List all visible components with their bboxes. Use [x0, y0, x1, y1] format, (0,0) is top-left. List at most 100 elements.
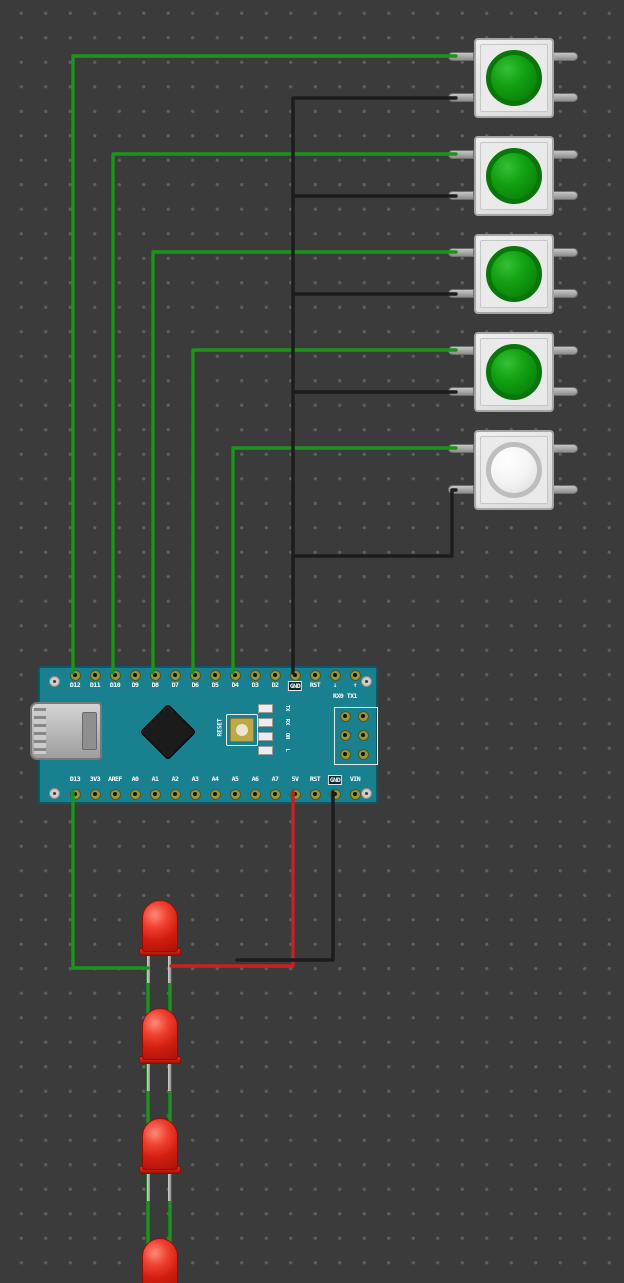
pin-label-bottom-5: A2: [171, 775, 179, 783]
pin-label-top-5: D7: [171, 681, 179, 689]
button-cap-green[interactable]: [486, 246, 542, 302]
wire-btn2-d10[interactable]: [111, 152, 458, 675]
pin-top-D4[interactable]: [229, 669, 241, 681]
led-3[interactable]: [139, 1118, 181, 1218]
pin-label-bottom-12: RST: [309, 775, 321, 783]
pin-bottom-A1[interactable]: [149, 788, 161, 800]
wire-5v-led[interactable]: [169, 790, 295, 968]
icsp-pin[interactable]: [339, 748, 351, 760]
wire-btn4-d6[interactable]: [191, 348, 458, 675]
pin-label-bottom-13: GND: [327, 775, 343, 785]
pin-bottom-D13[interactable]: [69, 788, 81, 800]
button-body: [474, 234, 554, 314]
pin-label-top-4: D8: [151, 681, 159, 689]
pushbutton-3[interactable]: [448, 234, 578, 314]
usb-plug-opening: [82, 712, 97, 750]
icsp-pin[interactable]: [357, 710, 369, 722]
pin-bottom-VIN[interactable]: [349, 788, 361, 800]
wire-gnd-bus[interactable]: [291, 96, 458, 675]
pin-top-↑[interactable]: [349, 669, 361, 681]
icsp-pin[interactable]: [357, 729, 369, 741]
wire-d13-led[interactable]: [71, 790, 150, 970]
pin-top-D7[interactable]: [169, 669, 181, 681]
pin-top-D2[interactable]: [269, 669, 281, 681]
led-bulb-red[interactable]: [142, 900, 178, 952]
reset-button-outline: [226, 714, 258, 746]
pin-label-bottom-3: A0: [131, 775, 139, 783]
pin-top-D5[interactable]: [209, 669, 221, 681]
led-4[interactable]: [139, 1238, 181, 1283]
pin-top-D10[interactable]: [109, 669, 121, 681]
led-leg: [147, 1063, 150, 1091]
wire-btn1-d12[interactable]: [71, 54, 458, 675]
reset-button[interactable]: [230, 718, 254, 742]
led-leg: [168, 1063, 171, 1091]
pin-label-top-8: D4: [231, 681, 239, 689]
button-body: [474, 332, 554, 412]
button-cap-green[interactable]: [486, 50, 542, 106]
led-1[interactable]: [139, 900, 181, 1000]
pin-label-top-3: D9: [131, 681, 139, 689]
pin-label-top-9: D3: [251, 681, 259, 689]
pushbutton-1[interactable]: [448, 38, 578, 118]
icsp-pin[interactable]: [357, 748, 369, 760]
smd-led-RX: [258, 718, 273, 727]
button-cap-green[interactable]: [486, 148, 542, 204]
pin-label-top-2: D10: [109, 681, 121, 689]
wire-btn5-d4[interactable]: [231, 446, 458, 675]
pin-top-D12[interactable]: [69, 669, 81, 681]
pin-label-top-14: ↑: [353, 681, 357, 689]
led-leg: [168, 955, 171, 983]
mounting-hole: [48, 787, 60, 799]
pin-bottom-A7[interactable]: [269, 788, 281, 800]
pin-top-D6[interactable]: [189, 669, 201, 681]
pin-top-↓[interactable]: [329, 669, 341, 681]
pin-top-D11[interactable]: [89, 669, 101, 681]
pin-bottom-A5[interactable]: [229, 788, 241, 800]
wire-gnd-led[interactable]: [235, 790, 335, 962]
pin-bottom-5V[interactable]: [289, 788, 301, 800]
led-leg: [168, 1173, 171, 1201]
pin-label-top-6: D6: [191, 681, 199, 689]
pin-bottom-A3[interactable]: [189, 788, 201, 800]
button-cap-green[interactable]: [486, 344, 542, 400]
led-bulb-red[interactable]: [142, 1238, 178, 1283]
pin-top-D3[interactable]: [249, 669, 261, 681]
mounting-hole: [48, 675, 60, 687]
wire-btn3-d8[interactable]: [151, 250, 458, 675]
pin-bottom-RST[interactable]: [309, 788, 321, 800]
pin-bottom-A4[interactable]: [209, 788, 221, 800]
icsp-pin[interactable]: [339, 710, 351, 722]
led-2[interactable]: [139, 1008, 181, 1108]
pin-label-bottom-9: A6: [251, 775, 259, 783]
pin-label-top-0: D12: [69, 681, 81, 689]
button-cap-white[interactable]: [486, 442, 542, 498]
pin-top-GND[interactable]: [289, 669, 301, 681]
wire-btn5-gnd[interactable]: [291, 488, 458, 558]
led-bulb-red[interactable]: [142, 1008, 178, 1060]
pin-bottom-3V3[interactable]: [89, 788, 101, 800]
icsp-pin[interactable]: [339, 729, 351, 741]
mounting-hole: [360, 675, 372, 687]
pin-label-bottom-10: A7: [271, 775, 279, 783]
pin-bottom-AREF[interactable]: [109, 788, 121, 800]
pin-bottom-GND[interactable]: [329, 788, 341, 800]
pin-top-D8[interactable]: [149, 669, 161, 681]
pin-bottom-A2[interactable]: [169, 788, 181, 800]
pushbutton-2[interactable]: [448, 136, 578, 216]
pushbutton-5[interactable]: [448, 430, 578, 510]
button-body: [474, 136, 554, 216]
pin-label-top-13: ↓: [333, 681, 337, 689]
smd-led-L: [258, 746, 273, 755]
pin-bottom-A0[interactable]: [129, 788, 141, 800]
led-bulb-red[interactable]: [142, 1118, 178, 1170]
pin-top-RST[interactable]: [309, 669, 321, 681]
pin-label-top-11: GND: [287, 681, 303, 691]
pin-label-top-10: D2: [271, 681, 279, 689]
smd-led-TX: [258, 704, 273, 713]
pushbutton-4[interactable]: [448, 332, 578, 412]
pin-bottom-A6[interactable]: [249, 788, 261, 800]
pin-top-D9[interactable]: [129, 669, 141, 681]
